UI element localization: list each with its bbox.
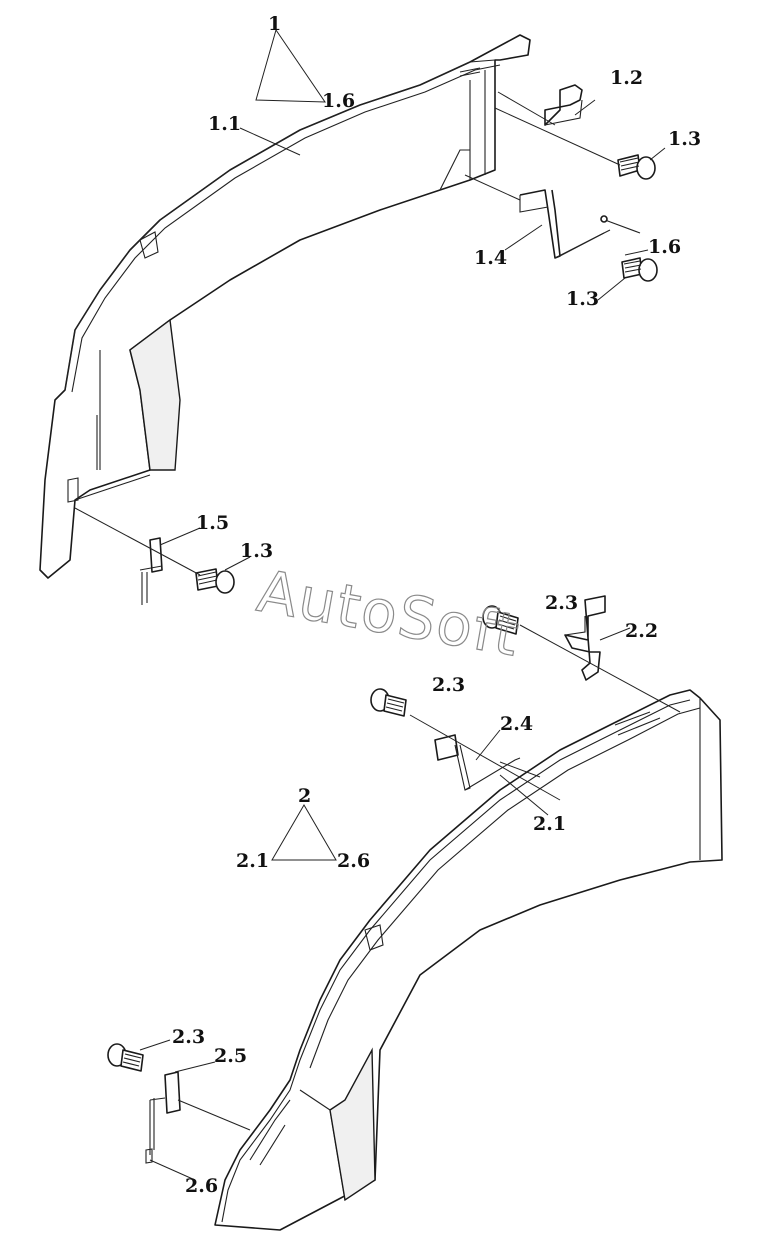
assembly-2-tree-left: 2.1	[236, 850, 269, 872]
bolt-2-3-middle	[370, 688, 407, 717]
assembly-2-tree-right: 2.6	[337, 850, 370, 872]
callout-2-3-upper: 2.3	[545, 592, 578, 614]
callout-1-3-upper: 1.3	[668, 128, 701, 150]
leader-lines	[74, 28, 681, 1181]
callout-labels: 1 1.6 1.1 1.2 1.3 1.4 1.6 1.3 1.5 1.3 2.…	[172, 13, 701, 1197]
callout-2-6: 2.6	[185, 1175, 218, 1197]
watermark-text: AutoSoft	[253, 557, 526, 670]
callout-1-6: 1.6	[648, 236, 681, 258]
bracket-2-5	[145, 1071, 181, 1164]
callout-1-3-middle: 1.3	[566, 288, 599, 310]
bracket-1-5	[139, 537, 163, 605]
pin-1-6	[600, 215, 641, 234]
callout-2-3-lower: 2.3	[172, 1026, 205, 1048]
assembly-1-tree-right: 1.6	[322, 90, 355, 112]
bolt-1-3-lower	[195, 568, 235, 594]
bolt-1-3-upper	[617, 154, 656, 180]
bracket-1-4	[519, 189, 611, 259]
fender-panel-1-1	[39, 34, 531, 579]
callout-2-3-middle: 2.3	[432, 674, 465, 696]
bolt-2-3-upper	[482, 605, 519, 635]
watermark: AutoSoft	[252, 556, 526, 670]
bolt-2-3-lower	[107, 1043, 144, 1072]
bracket-1-2	[544, 84, 583, 126]
callout-1-2: 1.2	[610, 67, 643, 89]
callout-2-5: 2.5	[214, 1045, 247, 1067]
assembly-2-label: 2	[298, 785, 311, 807]
bolt-1-3-middle	[621, 257, 658, 282]
bracket-2-4	[434, 734, 521, 791]
callout-1-3-lower: 1.3	[240, 540, 273, 562]
callout-1-1: 1.1	[208, 113, 241, 135]
fender-panel-2-1	[214, 689, 723, 1231]
callout-2-2: 2.2	[625, 620, 658, 642]
callout-2-4: 2.4	[500, 713, 533, 735]
callout-1-4: 1.4	[474, 247, 507, 269]
assembly-1-label: 1	[268, 13, 281, 35]
callout-1-5: 1.5	[196, 512, 229, 534]
callout-2-1: 2.1	[533, 813, 566, 835]
bracket-2-2	[564, 595, 606, 681]
